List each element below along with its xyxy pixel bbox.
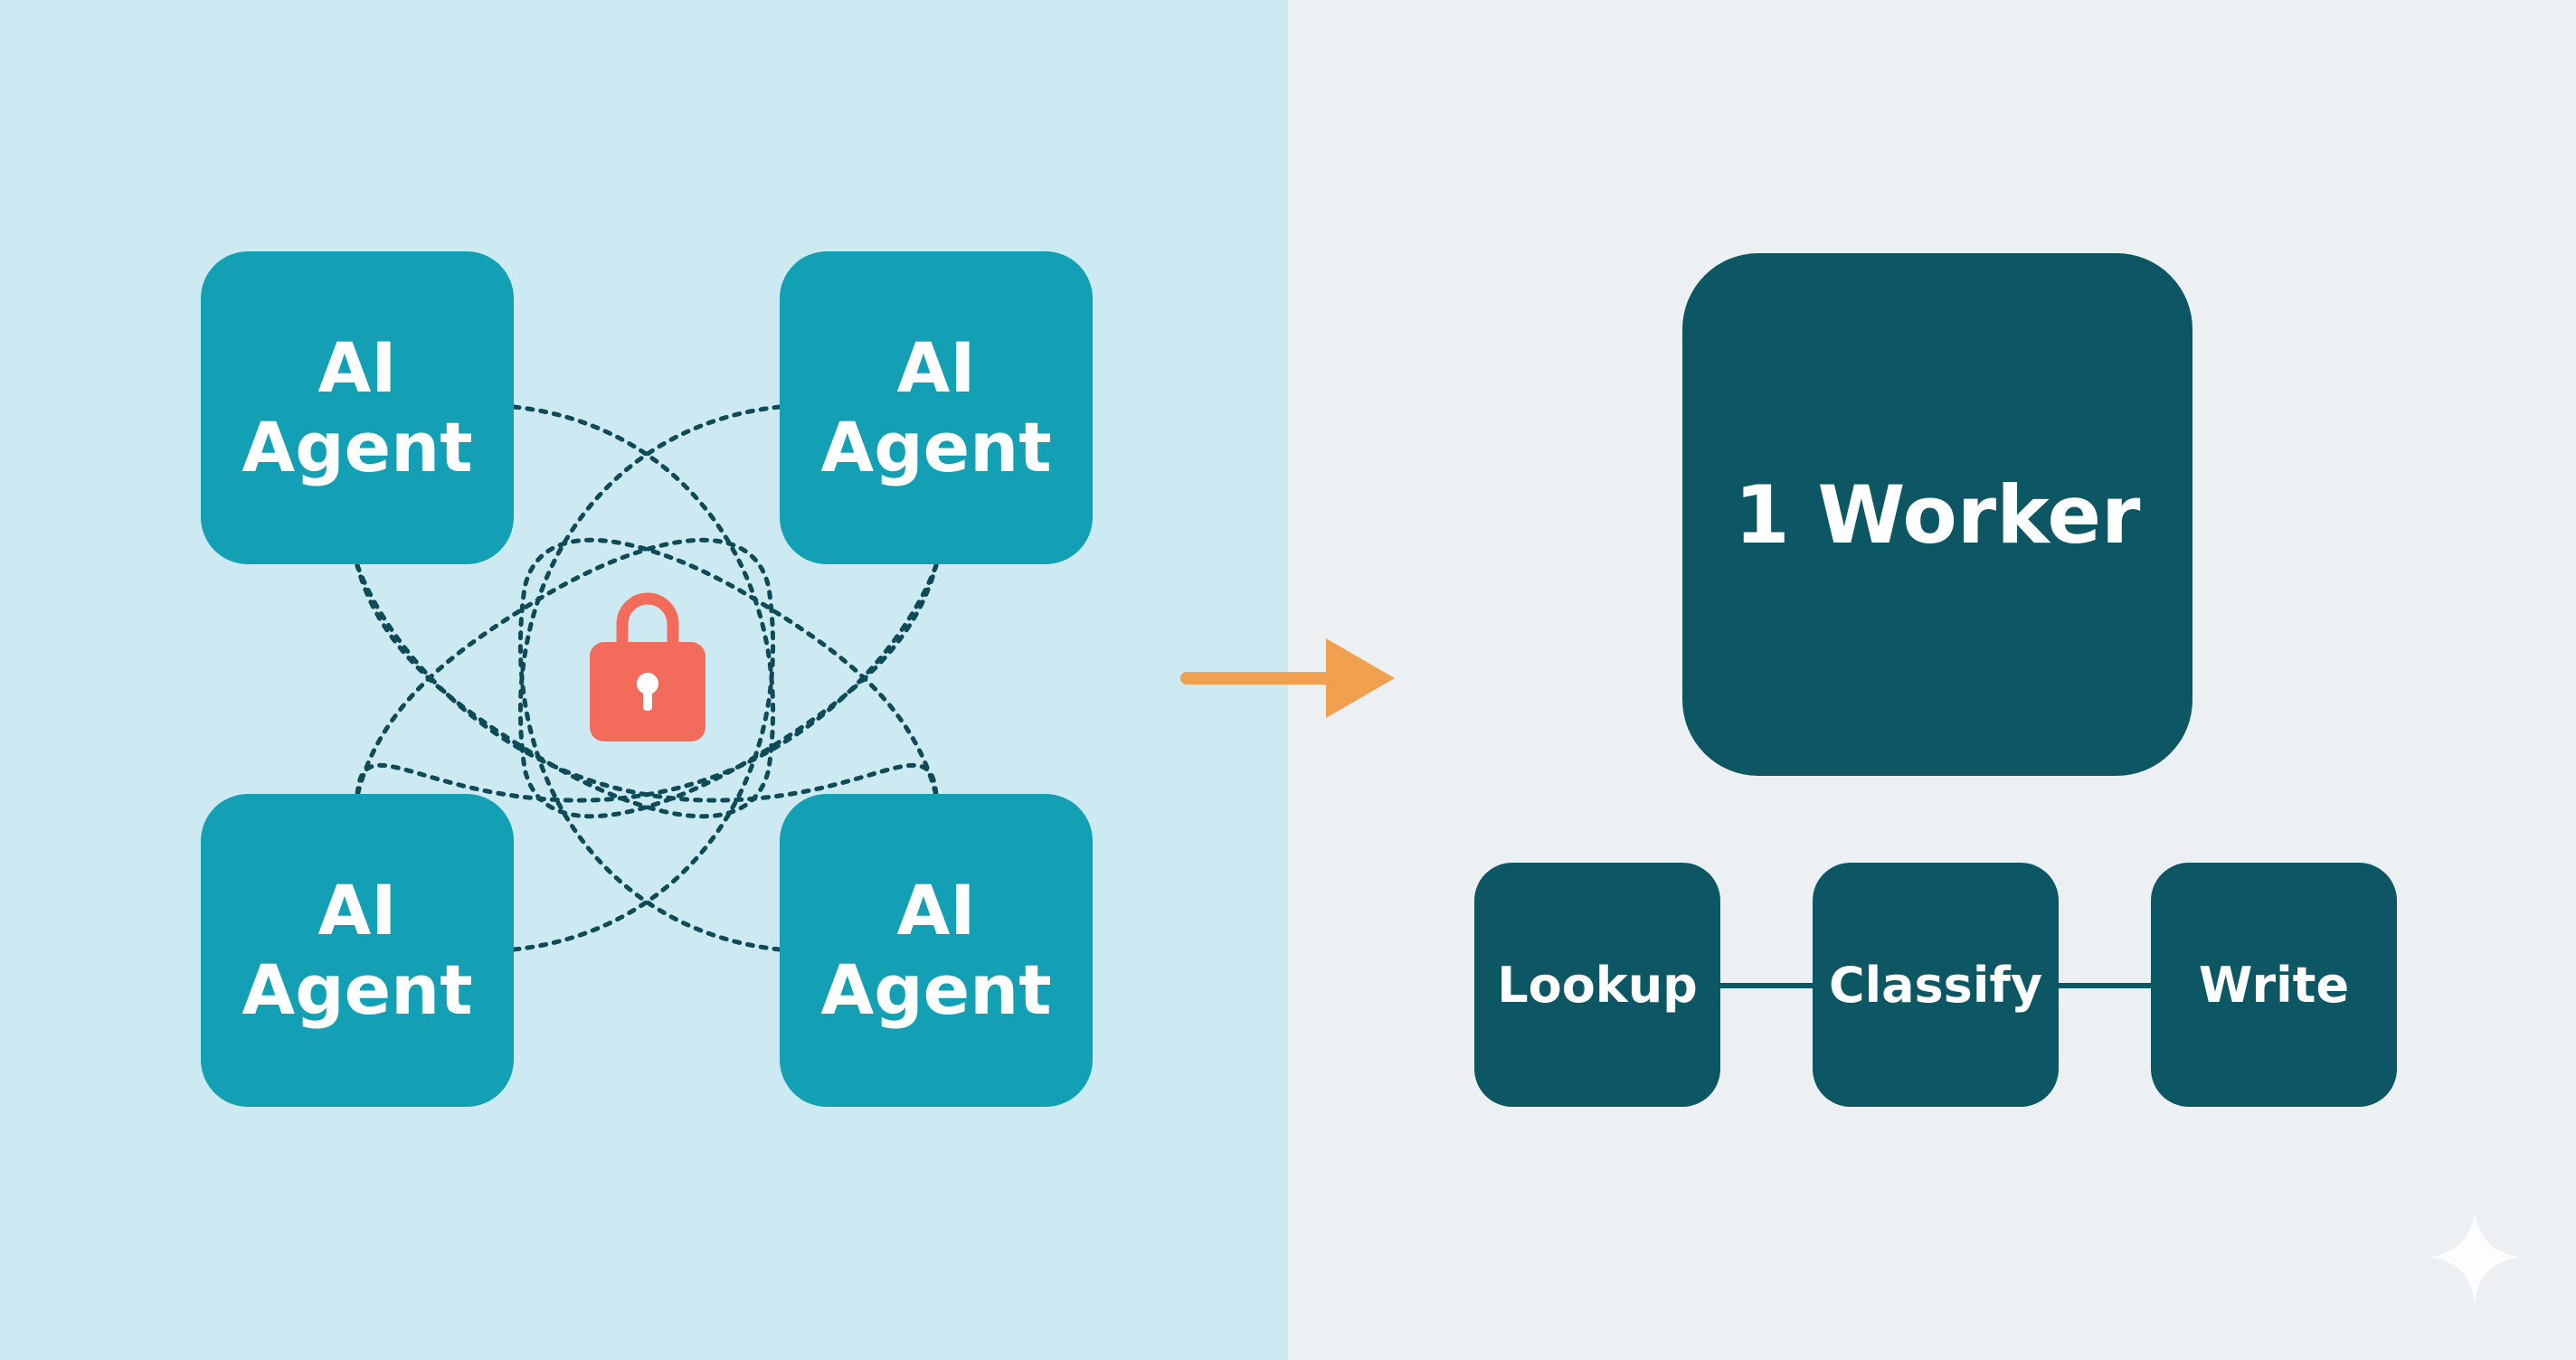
step-box-lookup: Lookup	[1474, 863, 1720, 1107]
step-box-write: Write	[2151, 863, 2397, 1107]
connector-line	[518, 537, 939, 952]
lock-icon	[590, 592, 706, 741]
ai-agent-box-top-right: AI Agent	[780, 251, 1093, 564]
connector-line	[355, 537, 775, 952]
connector-line	[355, 562, 939, 803]
ai-agent-box-top-left: AI Agent	[201, 251, 514, 564]
agent-label: AI Agent	[820, 327, 1052, 487]
ai-agent-box-bottom-right: AI Agent	[780, 794, 1093, 1107]
arrow-right-icon	[1180, 638, 1395, 718]
step-label: Lookup	[1497, 956, 1698, 1014]
agent-label: AI Agent	[820, 870, 1052, 1030]
sparkle-icon	[2429, 1212, 2520, 1302]
connector-line	[355, 562, 939, 803]
agent-connections	[355, 404, 939, 952]
step-box-classify: Classify	[1813, 863, 2059, 1107]
step-label: Write	[2198, 956, 2350, 1014]
ai-agent-box-bottom-left: AI Agent	[201, 794, 514, 1107]
worker-box: 1 Worker	[1682, 253, 2192, 776]
step-label: Classify	[1828, 956, 2043, 1014]
agent-label: AI Agent	[242, 870, 473, 1030]
worker-label: 1 Worker	[1734, 468, 2141, 562]
agent-label: AI Agent	[242, 327, 473, 487]
